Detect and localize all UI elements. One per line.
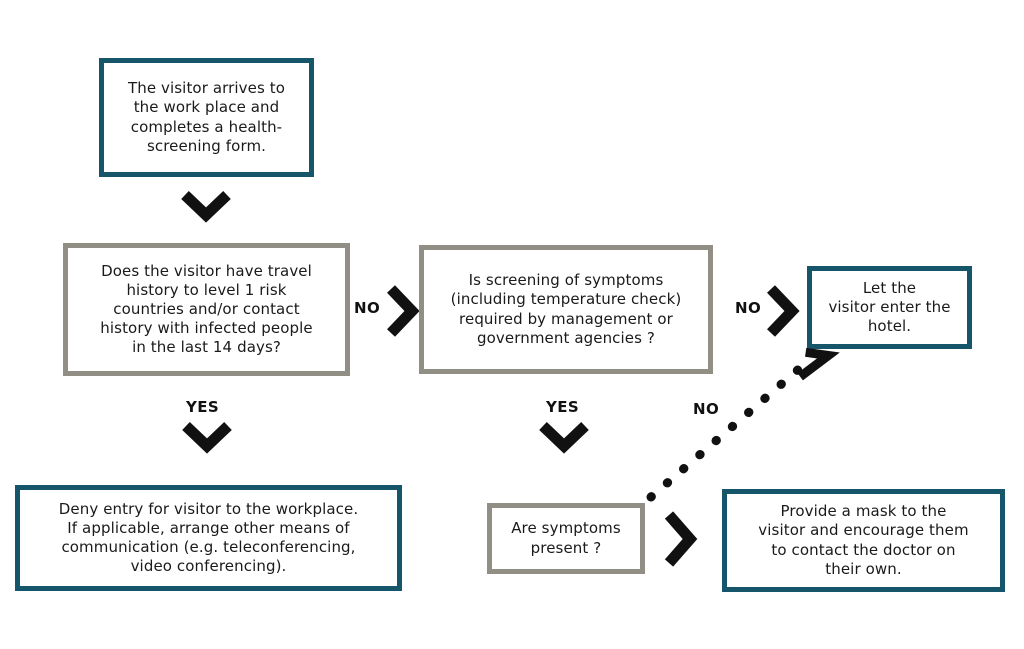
arrow-down-screening-to-symptoms <box>539 421 589 454</box>
arrow-right-screening-to-hotel <box>766 285 800 337</box>
node-screening-required: Is screening of symptoms (including temp… <box>419 245 713 374</box>
node-symptoms-present: Are symptoms present ? <box>487 503 645 574</box>
node-provide-mask: Provide a mask to the visitor and encour… <box>722 489 1005 592</box>
node-travel-history: Does the visitor have travel history to … <box>63 243 350 376</box>
node-arrival: The visitor arrives to the work place an… <box>99 58 314 177</box>
arrow-down-arrival-to-travel <box>181 190 231 223</box>
edge-label-screening-no: NO <box>735 299 762 317</box>
edge-label-travel-no: NO <box>354 299 381 317</box>
node-arrival-text: The visitor arrives to the work place an… <box>127 79 286 155</box>
node-deny-entry-text: Deny entry for visitor to the workplace.… <box>58 499 359 576</box>
arrow-down-travel-to-deny <box>182 421 232 454</box>
edge-label-screening-yes: YES <box>546 398 580 416</box>
node-provide-mask-text: Provide a mask to the visitor and encour… <box>758 502 969 578</box>
node-travel-history-text: Does the visitor have travel history to … <box>100 261 313 357</box>
edge-label-travel-yes: YES <box>186 398 220 416</box>
node-deny-entry: Deny entry for visitor to the workplace.… <box>15 485 402 591</box>
arrow-right-symptoms-to-mask <box>664 511 698 567</box>
arrowhead-dotted-to-hotel <box>797 345 840 385</box>
arrow-right-travel-to-screening <box>386 285 420 337</box>
node-symptoms-present-text: Are symptoms present ? <box>511 519 621 557</box>
node-enter-hotel: Let the visitor enter the hotel. <box>807 266 972 349</box>
edge-label-symptoms-no: NO <box>693 400 720 418</box>
node-enter-hotel-text: Let the visitor enter the hotel. <box>828 278 951 336</box>
node-screening-required-text: Is screening of symptoms (including temp… <box>450 271 682 347</box>
